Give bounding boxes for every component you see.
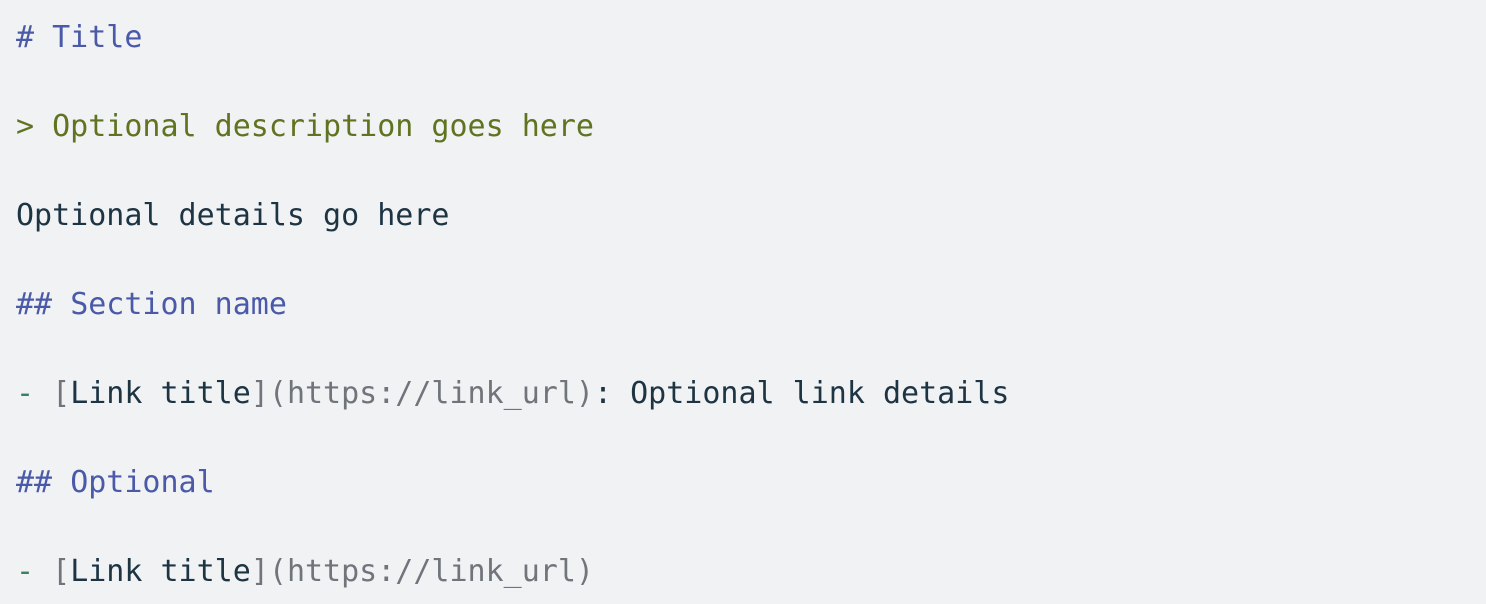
bracket-open: [ (52, 554, 71, 589)
list-bullet-icon: - (16, 376, 35, 411)
heading-2-text: Optional (70, 465, 215, 500)
bracket-close: ] (250, 376, 269, 411)
list-item: - [Link title](https://link_url): Option… (16, 372, 1486, 416)
link-details: Optional link details (612, 376, 1010, 411)
link-title[interactable]: Link title (70, 376, 251, 411)
blank-line (16, 327, 1486, 372)
link-url[interactable]: https://link_url (286, 554, 576, 589)
paren-close: ) (575, 376, 594, 411)
list-bullet-icon: - (16, 554, 35, 589)
heading-2-optional-line: ## Optional (16, 461, 1486, 505)
blank-line (16, 238, 1486, 283)
list-item: - [Link title](https://link_url) (16, 550, 1486, 594)
blockquote-line: > Optional description goes here (16, 105, 1486, 149)
blank-line (16, 505, 1486, 550)
link-separator: : (593, 376, 613, 411)
link-url[interactable]: https://link_url (286, 376, 576, 411)
heading-2-section-line: ## Section name (16, 283, 1486, 327)
blank-line (16, 149, 1486, 194)
heading-1-line: # Title (16, 16, 1486, 60)
heading-2-text: Section name (70, 287, 287, 322)
heading-2-marker: ## (16, 465, 71, 500)
heading-1-marker: # (16, 20, 53, 55)
blockquote-marker: > (16, 109, 53, 144)
heading-2-marker: ## (16, 287, 71, 322)
paren-open: ( (268, 376, 287, 411)
blank-line (16, 416, 1486, 461)
bracket-open: [ (52, 376, 71, 411)
paragraph-line: Optional details go here (16, 194, 1486, 238)
blockquote-text: Optional description goes here (52, 109, 594, 144)
paragraph-text: Optional details go here (16, 198, 450, 233)
paren-open: ( (268, 554, 287, 589)
bracket-close: ] (250, 554, 269, 589)
link-title[interactable]: Link title (70, 554, 251, 589)
blank-line (16, 60, 1486, 105)
paren-close: ) (575, 554, 594, 589)
heading-1-text: Title (52, 20, 143, 55)
